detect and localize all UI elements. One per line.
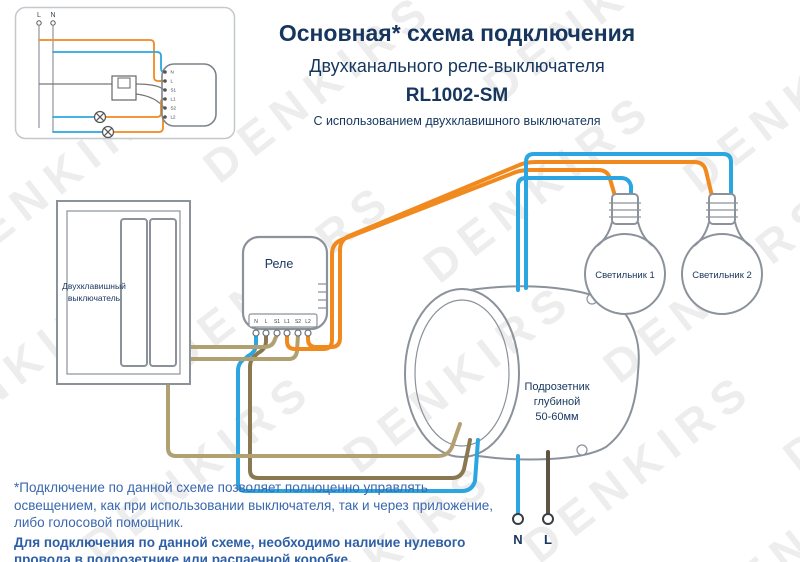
inset-lamp-2 (101, 125, 115, 139)
mains-phase-label: L (544, 532, 552, 547)
flush-box-rim-inner (414, 299, 510, 447)
relay-terminal-label-s1: S1 (274, 319, 280, 325)
inset-switch-symbol-inner (117, 77, 131, 89)
bulb-1: Светильник 1 (584, 193, 666, 315)
bulb2-label: Светильник 2 (692, 270, 752, 281)
inset-schematic: L N (14, 6, 236, 145)
inset-neutral-label: N (50, 12, 55, 19)
relay-label: Реле (265, 257, 294, 271)
inset-phase-label: L (37, 12, 41, 19)
wire-channel1-orange (285, 168, 617, 351)
inset-relay-terminal-n: N (171, 70, 174, 75)
flush-box-label-line2: глубиной (534, 396, 581, 408)
bulb1-label: Светильник 1 (595, 270, 655, 281)
mains-neutral-label: N (513, 532, 522, 547)
relay-terminal-screws (252, 329, 312, 337)
inset-relay-terminal-l1: L1 (171, 97, 177, 102)
switch-rocker-2 (149, 218, 177, 367)
wires (166, 152, 733, 516)
inset-relay-terminals (163, 70, 167, 119)
wall-switch: Двухклавишный выключатель (56, 200, 191, 385)
mains-phase-terminal (542, 513, 554, 525)
page-title: Основная* схема подключения (278, 20, 636, 46)
wire-switch-s1 (188, 333, 279, 349)
relay-terminal-strip (248, 313, 318, 328)
switch-label-line2: выключатель (68, 293, 121, 303)
bulb-2: Светильник 2 (681, 193, 763, 315)
model-number: RL1002-SM (405, 85, 509, 106)
footnote-bold-text: Для подключения по данной схеме, необход… (14, 534, 466, 562)
bulb2-screw-base (708, 193, 736, 225)
wire-neutral-bulb2 (524, 152, 733, 290)
relay-terminal-label-l2: L2 (305, 319, 311, 325)
wire-switch-feed (166, 380, 462, 458)
flush-box-rim-outer (404, 288, 520, 458)
mains-terminals: N L (512, 513, 554, 547)
relay-terminal-label-l1: L1 (284, 319, 290, 325)
relay-module: Реле N L S1 L1 S2 L2 (241, 235, 329, 337)
inset-relay-body (161, 63, 217, 127)
relay-terminal-label-n: N (254, 319, 258, 325)
flush-box-label-line1: Подрозетник (524, 381, 589, 393)
wire-switch-s2 (188, 333, 300, 361)
inset-svg: L N (14, 6, 236, 140)
relay-body (241, 235, 329, 331)
wire-neutral-bulb1 (516, 176, 633, 292)
bulb1-screw-base (611, 193, 639, 225)
switch-rocker-1 (120, 218, 148, 367)
inset-lamp-1 (93, 110, 107, 124)
bulb2-screw-ridges (706, 202, 738, 218)
inset-relay-terminal-l2: L2 (171, 115, 177, 120)
inset-relay-terminal-s1: S1 (171, 88, 177, 93)
wire-channel2-orange (306, 160, 714, 349)
bulb1-screw-ridges (609, 202, 641, 218)
wire-phase-relay-to-box (248, 333, 472, 480)
flush-box-label-line3: 50-60мм (535, 411, 578, 423)
bulb2-globe (681, 233, 763, 315)
wire-neutral-relay-to-box (236, 333, 480, 493)
relay-vents (318, 283, 326, 309)
mains-neutral-terminal (512, 513, 524, 525)
footnotes: *Подключение по данной схеме позволяет п… (14, 479, 506, 562)
inset-neutral-terminal (50, 20, 56, 26)
relay-terminal-label-l: L (265, 319, 268, 325)
flush-box-body (469, 285, 640, 461)
inset-supply-rails (38, 26, 54, 132)
flush-mount-box (404, 285, 640, 461)
inset-relay-terminal-l: L (171, 79, 174, 84)
footnote-text: *Подключение по данной схеме позволяет п… (14, 480, 493, 531)
switch-label-line1: Двухклавишный (62, 281, 126, 291)
bulb1-neck (596, 221, 654, 247)
bulb2-neck (693, 221, 751, 247)
inset-relay-terminal-s2: S2 (171, 106, 177, 111)
header-note: С использованием двухклавишного выключат… (313, 114, 601, 128)
page-subtitle: Двухканального реле-выключателя (309, 56, 605, 76)
inset-wire-phase (38, 39, 165, 82)
relay-terminal-label-s2: S2 (295, 319, 301, 325)
inset-switch-outputs (135, 83, 165, 109)
inset-phase-terminal (36, 20, 42, 26)
header: Основная* схема подключения Двухканально… (252, 20, 662, 128)
flush-box-label: Подрозетник глубиной 50-60мм (524, 381, 589, 423)
bulb1-globe (584, 233, 666, 315)
flush-box-tab-bottom (576, 444, 588, 456)
